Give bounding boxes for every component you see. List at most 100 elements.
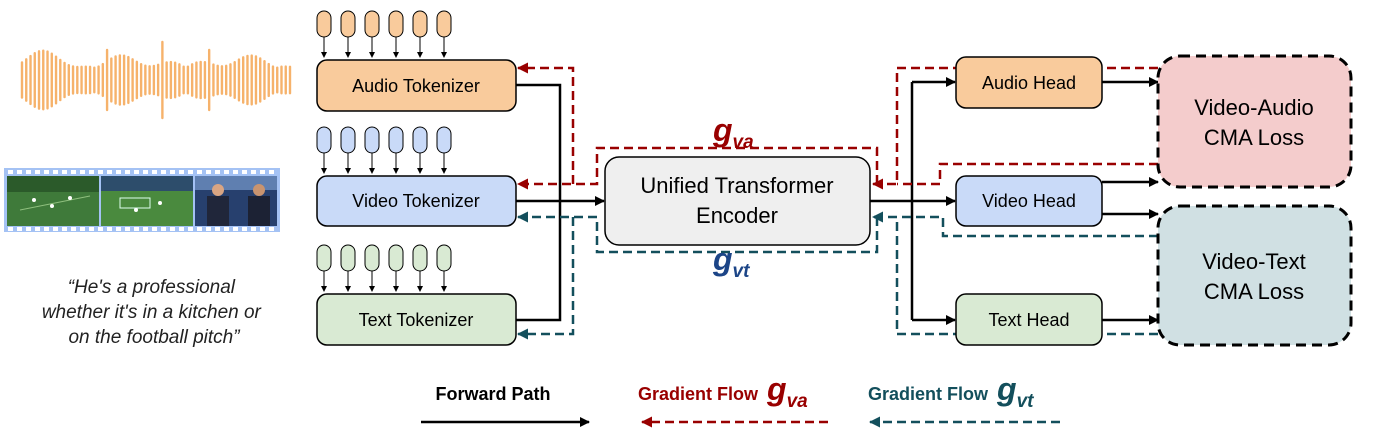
svg-text:Video Tokenizer: Video Tokenizer <box>352 191 479 211</box>
film-hole <box>188 227 193 231</box>
svg-text:Text Tokenizer: Text Tokenizer <box>359 310 474 330</box>
film-hole <box>62 227 67 231</box>
film-hole <box>161 170 166 174</box>
film-hole <box>44 170 49 174</box>
film-hole <box>152 170 157 174</box>
svg-text:Gradient Flow gva: Gradient Flow gva <box>638 371 808 412</box>
film-hole <box>116 170 121 174</box>
svg-text:Audio Head: Audio Head <box>982 73 1076 93</box>
input-text-caption: “He's a professional whether it's in a k… <box>42 277 266 348</box>
text-token-row <box>316 244 452 292</box>
film-hole <box>233 170 238 174</box>
token-capsule <box>340 10 356 38</box>
film-hole <box>251 170 256 174</box>
video-text-cma-loss-box: Video-Text CMA Loss <box>1156 204 1353 347</box>
token-capsule <box>388 244 404 272</box>
film-hole <box>224 170 229 174</box>
film-hole <box>251 227 256 231</box>
legend-gradient-vt: Gradient Flow gvt <box>868 371 1060 428</box>
text-head-box: Text Head <box>955 293 1103 346</box>
film-hole <box>197 170 202 174</box>
video-frame-2 <box>101 176 193 226</box>
svg-text:CMA Loss: CMA Loss <box>1204 279 1304 304</box>
film-hole <box>80 227 85 231</box>
audio-head-box: Audio Head <box>955 56 1103 109</box>
film-hole <box>143 227 148 231</box>
film-hole <box>215 227 220 231</box>
legend-forward-path: Forward Path <box>421 384 590 427</box>
film-hole <box>89 170 94 174</box>
film-hole <box>179 227 184 231</box>
film-hole <box>134 227 139 231</box>
text-tokenizer-box: Text Tokenizer <box>316 293 517 346</box>
unified-transformer-encoder-box: Unified Transformer Encoder <box>604 156 871 246</box>
svg-text:Gradient Flow gvt: Gradient Flow gvt <box>868 371 1034 412</box>
audio-token-row <box>316 10 452 58</box>
film-hole <box>116 227 121 231</box>
film-hole <box>71 170 76 174</box>
film-hole <box>269 227 274 231</box>
film-hole <box>206 170 211 174</box>
film-hole <box>89 227 94 231</box>
film-hole <box>80 170 85 174</box>
film-hole <box>8 227 13 231</box>
token-capsule <box>316 10 332 38</box>
video-head-box: Video Head <box>955 175 1103 227</box>
film-hole <box>170 227 175 231</box>
svg-text:Audio Tokenizer: Audio Tokenizer <box>352 76 480 96</box>
film-hole <box>197 227 202 231</box>
legend: Forward Path Gradient Flow gva Gradient … <box>421 371 1060 428</box>
film-hole <box>26 227 31 231</box>
film-hole <box>53 170 58 174</box>
film-hole <box>269 170 274 174</box>
video-frame-1 <box>7 176 99 226</box>
film-hole <box>17 170 22 174</box>
film-hole <box>53 227 58 231</box>
film-hole <box>224 227 229 231</box>
video-frames-film-strip <box>4 168 280 232</box>
token-capsule <box>388 126 404 154</box>
svg-text:Video-Audio: Video-Audio <box>1194 95 1313 120</box>
svg-text:Video Head: Video Head <box>982 191 1076 211</box>
film-hole <box>107 170 112 174</box>
film-hole <box>206 227 211 231</box>
film-hole <box>107 227 112 231</box>
svg-text:Forward Path: Forward Path <box>435 384 550 404</box>
film-hole <box>179 170 184 174</box>
film-hole <box>8 170 13 174</box>
token-capsule <box>436 126 452 154</box>
film-hole <box>98 227 103 231</box>
film-hole <box>170 170 175 174</box>
token-capsule <box>436 244 452 272</box>
audio-waveform-icon <box>20 40 292 120</box>
forward-path <box>516 77 1159 325</box>
film-hole <box>35 227 40 231</box>
film-hole <box>188 170 193 174</box>
video-frame-3 <box>195 176 277 226</box>
svg-text:CMA Loss: CMA Loss <box>1204 125 1304 150</box>
film-hole <box>17 227 22 231</box>
film-hole <box>98 170 103 174</box>
film-hole <box>143 170 148 174</box>
video-tokenizer-box: Video Tokenizer <box>316 175 517 227</box>
token-capsule <box>340 244 356 272</box>
film-hole <box>125 227 130 231</box>
video-audio-cma-loss-box: Video-Audio CMA Loss <box>1156 54 1353 189</box>
token-capsule <box>316 244 332 272</box>
token-capsule <box>364 10 380 38</box>
film-hole <box>62 170 67 174</box>
token-capsule <box>436 10 452 38</box>
svg-text:Unified Transformer: Unified Transformer <box>640 173 833 198</box>
token-capsule <box>412 10 428 38</box>
token-capsule <box>412 244 428 272</box>
film-hole <box>242 227 247 231</box>
audio-tokenizer-box: Audio Tokenizer <box>316 59 517 112</box>
token-capsule <box>316 126 332 154</box>
legend-gradient-va: Gradient Flow gva <box>638 371 828 428</box>
film-hole <box>71 227 76 231</box>
film-hole <box>134 170 139 174</box>
video-token-row <box>316 126 452 174</box>
gradient-label-vt: gvt <box>712 241 750 282</box>
token-capsule <box>412 126 428 154</box>
